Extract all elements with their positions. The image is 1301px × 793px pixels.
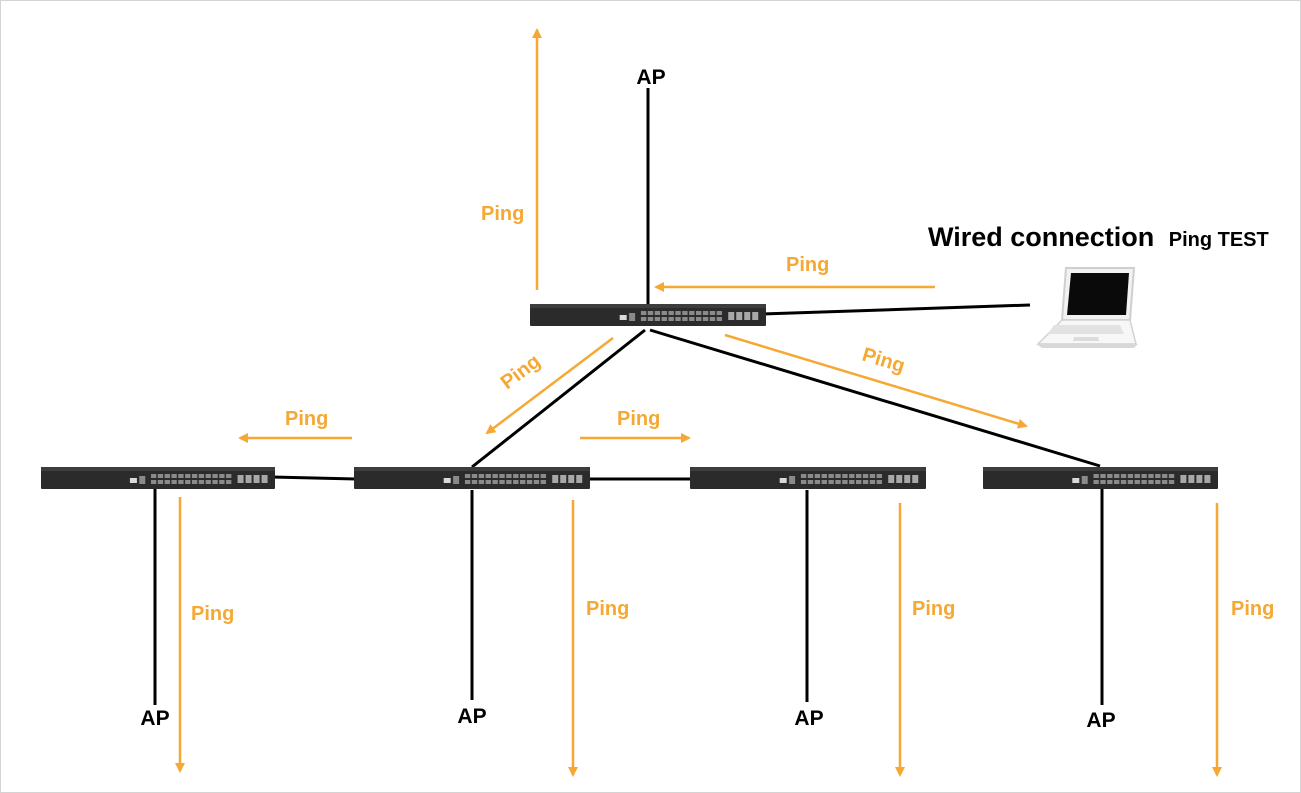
switch-2-icon	[354, 467, 590, 489]
ping-label-down-2: Ping	[586, 598, 629, 620]
ap-labels: AP AP AP AP AP	[140, 66, 1115, 732]
diagram-title: Wired connection Ping TEST	[928, 222, 1269, 252]
ap-label-1: AP	[140, 707, 169, 730]
title-suffix: Ping TEST	[1169, 229, 1269, 251]
ping-label-to-switch-2: Ping	[497, 350, 545, 394]
ap-label-3: AP	[794, 707, 823, 730]
ap-label-4: AP	[1086, 709, 1115, 732]
ping-label-to-switch-3: Ping	[617, 408, 660, 430]
switch-3-icon	[690, 467, 926, 489]
switch-1-icon	[41, 467, 275, 489]
ping-label-down-4: Ping	[1231, 598, 1274, 620]
ping-label-laptop: Ping	[786, 254, 829, 276]
ping-labels: Ping Ping Ping Ping Ping Ping Ping Ping …	[191, 203, 1274, 625]
ping-arrow-to-switch-2	[485, 337, 614, 435]
title-main: Wired connection	[928, 222, 1154, 252]
ap-label-top: AP	[636, 66, 665, 89]
ap-label-2: AP	[457, 705, 486, 728]
ping-label-up: Ping	[481, 203, 524, 225]
ping-label-down-3: Ping	[912, 598, 955, 620]
cables	[153, 88, 1104, 705]
ping-label-to-switch-4: Ping	[860, 344, 908, 378]
cable-top-switch-to-switch-4	[649, 328, 1101, 468]
ping-label-to-switch-1: Ping	[285, 408, 328, 430]
switch-4-icon	[983, 467, 1218, 489]
cable-top-switch-to-laptop	[761, 303, 1031, 316]
cable-switch-1-to-switch-2	[271, 475, 357, 481]
ping-arrows	[175, 28, 1222, 777]
switches	[41, 304, 1218, 489]
laptop-icon	[1036, 267, 1138, 348]
ping-arrow-to-switch-4	[724, 333, 1028, 429]
cable-top-switch-to-switch-2	[471, 328, 646, 469]
switch-top-icon	[530, 304, 766, 326]
ping-label-down-1: Ping	[191, 603, 234, 625]
